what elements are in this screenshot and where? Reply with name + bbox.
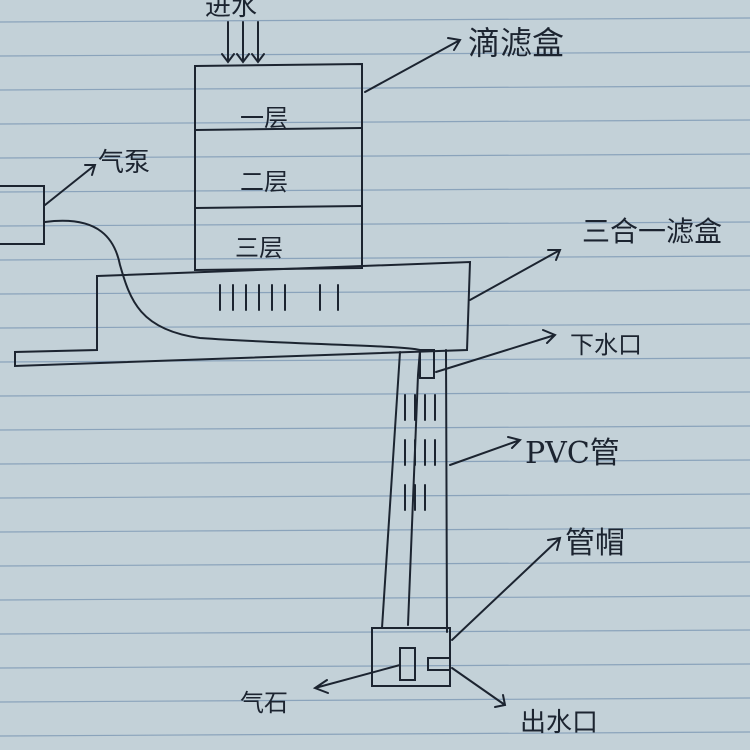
drain-pointer bbox=[435, 329, 557, 373]
outlet-label: 出水口 bbox=[520, 708, 599, 738]
ruled-line bbox=[0, 595, 750, 601]
cap-pointer bbox=[451, 536, 562, 641]
filter-box bbox=[14, 260, 472, 368]
ruled-line bbox=[0, 187, 750, 193]
ruled-line bbox=[0, 663, 750, 669]
pvc-pointer bbox=[449, 436, 522, 466]
ruled-line bbox=[0, 459, 750, 465]
ruled-line bbox=[0, 255, 750, 261]
ruled-line bbox=[0, 561, 750, 567]
water-outlet bbox=[427, 657, 451, 671]
ruled-line bbox=[0, 289, 750, 295]
layer2-label: 二层 bbox=[240, 168, 288, 196]
air-stone-pointer bbox=[312, 664, 401, 694]
ruled-line bbox=[0, 17, 750, 23]
drip-box-label: 滴滤盒 bbox=[468, 24, 565, 62]
air-pump-label: 气泵 bbox=[98, 148, 151, 178]
ruled-line bbox=[0, 119, 750, 125]
ruled-line bbox=[0, 323, 750, 329]
ruled-line bbox=[0, 697, 750, 703]
air-tube bbox=[44, 219, 422, 626]
layer3-label: 三层 bbox=[235, 234, 283, 262]
drain-label: 下水口 bbox=[570, 331, 642, 359]
ruled-line bbox=[0, 731, 750, 737]
drip-box bbox=[194, 62, 363, 272]
inlet-arrows bbox=[221, 21, 265, 64]
drain-outlet bbox=[419, 349, 435, 379]
pipe-cap-label: 管帽 bbox=[565, 526, 625, 561]
ruled-line bbox=[0, 629, 750, 635]
ruled-line bbox=[0, 425, 750, 431]
pvc-pipe-label: PVC管 bbox=[525, 436, 620, 471]
ruled-line bbox=[0, 391, 750, 397]
inlet-label: 进水 bbox=[205, 0, 258, 22]
pvc-pipe bbox=[381, 349, 448, 633]
ruled-line bbox=[0, 51, 750, 57]
filter-arrows bbox=[219, 284, 339, 311]
ruled-line bbox=[0, 493, 750, 499]
ruled-line bbox=[0, 221, 750, 227]
pipe-arrows bbox=[404, 394, 436, 511]
filter-box-label: 三合一滤盒 bbox=[582, 215, 723, 248]
ruled-line bbox=[0, 85, 750, 91]
ruled-line bbox=[0, 527, 750, 533]
ruled-line bbox=[0, 153, 750, 159]
outlet-pointer bbox=[451, 667, 507, 708]
drip-box-pointer bbox=[364, 37, 462, 93]
air-stone-label: 气石 bbox=[240, 689, 288, 717]
air-pump bbox=[0, 185, 45, 245]
layer1-label: 一层 bbox=[240, 104, 288, 132]
air-stone bbox=[399, 647, 416, 681]
filter-box-pointer bbox=[469, 249, 562, 301]
air-pump-pointer bbox=[44, 164, 97, 206]
